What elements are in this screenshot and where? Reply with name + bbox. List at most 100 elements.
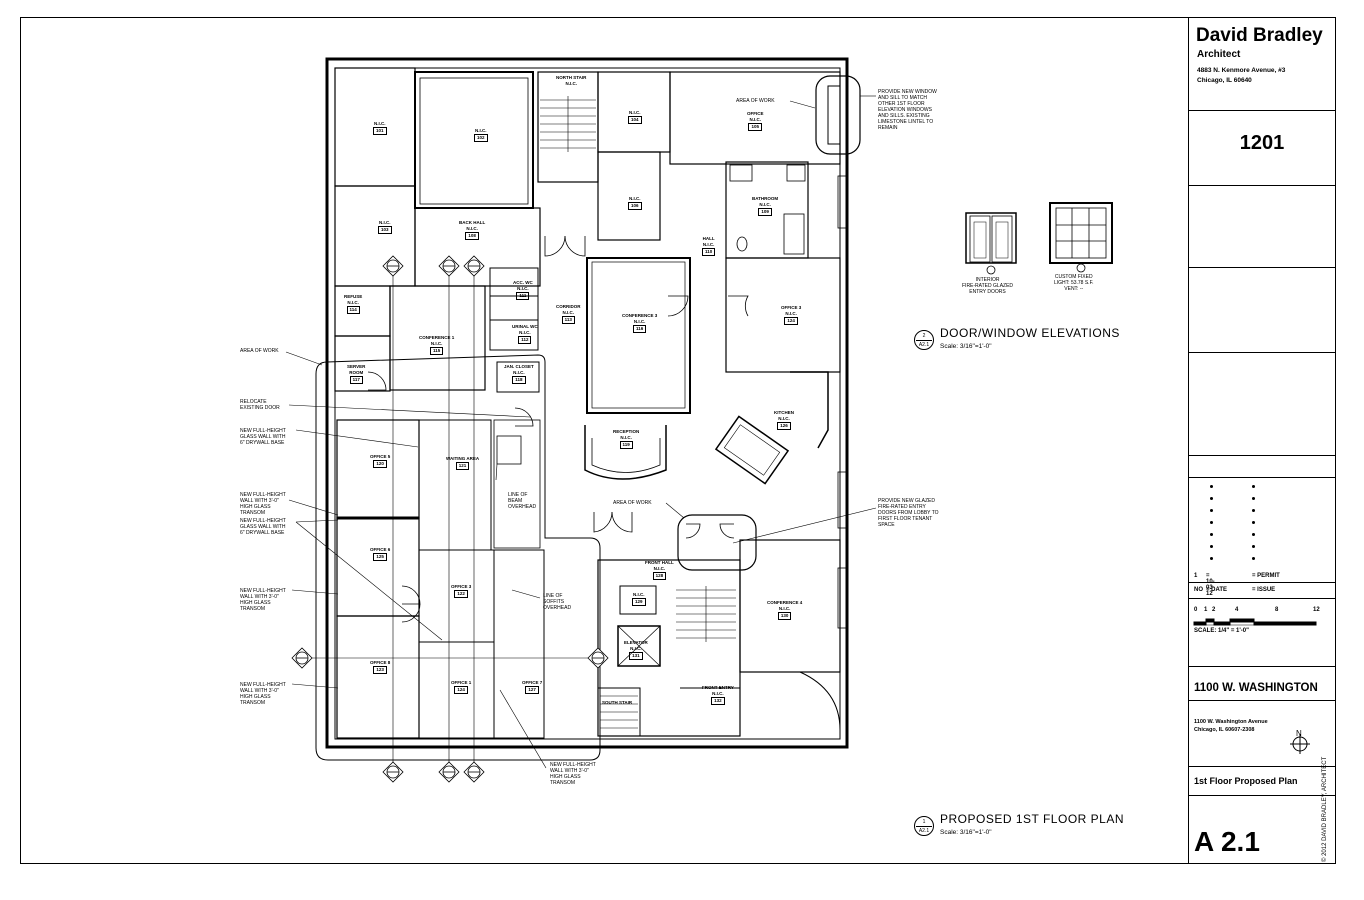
room-tag: NORTH STAIR N.I.C. <box>556 75 587 86</box>
revision-bullet <box>1252 485 1255 488</box>
revision-bullet <box>1210 521 1213 524</box>
room-tag: RECEPTION N.I.C.119 <box>613 429 640 449</box>
note-area-of-work: AREA OF WORK <box>240 348 279 354</box>
room-tag: KITCHEN N.I.C.126 <box>774 410 794 430</box>
tb-divider <box>1188 477 1336 478</box>
section-markers <box>291 255 609 783</box>
title-block-graphics <box>1193 618 1317 754</box>
room-tag: CONFERENCE 3 N.I.C.116 <box>622 313 658 333</box>
plan-title: PROPOSED 1ST FLOOR PLAN <box>940 812 1124 826</box>
room-tag: N.I.C.103 <box>378 220 392 234</box>
scale-tick: 2 <box>1212 607 1216 613</box>
project-number: 1201 <box>1239 132 1285 154</box>
window-elevation-caption: CUSTOM FIXED LIGHT: 53.78 S.F. VENT: -- <box>1054 274 1094 292</box>
revision-bullet <box>1252 497 1255 500</box>
revision-bullet <box>1252 545 1255 548</box>
room-tag: HALL N.I.C.110 <box>702 236 716 256</box>
project-title: 1100 W. WASHINGTON <box>1194 682 1318 694</box>
tb-divider <box>1188 110 1336 111</box>
room-tag: CONFERENCE 1 N.I.C.115 <box>419 335 455 355</box>
copyright-text: © 2012 DAVID BRADLEY, ARCHITECT <box>1322 756 1328 862</box>
room-tag: ACC. WC N.I.C.111 <box>513 280 533 300</box>
scale-tick: 4 <box>1235 607 1239 613</box>
scale-tick: 0 <box>1194 607 1198 613</box>
room-tag: N.I.C.102 <box>474 128 488 142</box>
plan-title-callout: 1 A2.1 <box>914 816 934 836</box>
project-address-line-2: Chicago, IL 60607-2308 <box>1194 727 1255 733</box>
revision-date: = 10-03-12 <box>1206 573 1215 597</box>
tb-divider <box>1188 185 1336 186</box>
tb-divider <box>1188 766 1336 767</box>
revision-issue: = PERMIT <box>1252 573 1280 579</box>
revision-issue-header: = ISSUE <box>1252 587 1276 593</box>
revision-bullet <box>1210 509 1213 512</box>
note-new-glazed-doors: PROVIDE NEW GLAZED FIRE-RATED ENTRY DOOR… <box>878 498 939 528</box>
sheet-border <box>20 17 1336 864</box>
room-tag: SOUTH STAIR <box>602 700 633 705</box>
scale-tick: 12 <box>1313 607 1320 613</box>
revision-bullet <box>1210 497 1213 500</box>
note-line-of-soffits: LINE OF SOFFITS OVERHEAD <box>543 593 572 611</box>
tb-divider <box>1188 700 1336 701</box>
note-transom-wall: NEW FULL-HEIGHT WALL WITH 3'-0" HIGH GLA… <box>240 682 286 706</box>
note-transom-wall: NEW FULL-HEIGHT WALL WITH 3'-0" HIGH GLA… <box>240 588 286 612</box>
scale-label: SCALE: 1/4" = 1'-0" <box>1194 628 1249 634</box>
revision-bullet <box>1210 485 1213 488</box>
revision-row: 1 = 10-03-12 = PERMIT <box>1194 573 1280 597</box>
note-new-window: PROVIDE NEW WINDOW AND SILL TO MATCH OTH… <box>878 89 937 131</box>
room-tag: URINAL WC N.I.C.112 <box>512 324 538 344</box>
exterior-wall <box>325 57 849 749</box>
note-transom-wall: NEW FULL-HEIGHT WALL WITH 3'-0" HIGH GLA… <box>550 762 596 786</box>
room-tag: FRONT ENTRY N.I.C.132 <box>702 685 734 705</box>
firm-address-line-2: Chicago, IL 60640 <box>1197 77 1252 84</box>
room-tag: CONFERENCE 4 N.I.C.130 <box>767 600 803 620</box>
firm-address-line-1: 4883 N. Kenmore Avenue, #3 <box>1197 67 1286 74</box>
tb-divider <box>1188 795 1336 796</box>
revision-no: 1 <box>1194 573 1198 579</box>
room-tag: N.I.C.101 <box>373 121 387 135</box>
revision-bullet <box>1252 509 1255 512</box>
room-tag: N.I.C.106 <box>628 196 642 210</box>
room-tag: N.I.C.104 <box>628 110 642 124</box>
room-tag: JAN. CLOSET N.I.C.118 <box>504 364 534 384</box>
elevations-title: DOOR/WINDOW ELEVATIONS <box>940 326 1120 340</box>
room-tag: OFFICE 3 N.I.C.124 <box>781 305 802 325</box>
tb-divider <box>1188 598 1336 599</box>
scale-tick: 8 <box>1275 607 1279 613</box>
note-glass-wall: NEW FULL-HEIGHT GLASS WALL WITH 6" DRYWA… <box>240 518 286 536</box>
tb-divider <box>1188 666 1336 667</box>
revision-bullet <box>1252 521 1255 524</box>
elevations-title-callout: 2 A2.1 <box>914 330 934 350</box>
room-tag: ELEVATOR N.I.C.131 <box>624 640 648 660</box>
scale-tick: 1 <box>1204 607 1208 613</box>
tb-divider <box>1188 455 1336 456</box>
revision-date-header: = DATE <box>1206 587 1228 593</box>
note-relocate-door: RELOCATE EXISTING DOOR <box>240 399 280 411</box>
title-block <box>1188 17 1336 864</box>
room-tag: BATHROOM N.I.C.109 <box>752 196 779 216</box>
room-tag: FRONT HALL N.I.C.128 <box>645 560 674 580</box>
door-elevation-caption: INTERIOR FIRE-RATED GLAZED ENTRY DOORS <box>962 277 1014 295</box>
revision-bullet <box>1252 557 1255 560</box>
note-transom-wall: NEW FULL-HEIGHT WALL WITH 3'-0" HIGH GLA… <box>240 492 286 516</box>
revision-no-header: NO <box>1194 587 1203 593</box>
sheet-title: 1st Floor Proposed Plan <box>1194 776 1298 786</box>
room-tag: BACK HALL N.I.C.108 <box>459 220 486 240</box>
tb-divider <box>1188 582 1336 583</box>
room-tag: N.I.C.129 <box>632 592 646 606</box>
north-arrow-label: N <box>1296 729 1302 738</box>
revision-bullet <box>1252 533 1255 536</box>
plan-scale: Scale: 3/16"=1'-0" <box>940 829 992 836</box>
firm-name: David Bradley <box>1196 25 1323 46</box>
tb-divider <box>1188 267 1336 268</box>
room-tag: OFFICE N.I.C.105 <box>747 111 764 131</box>
